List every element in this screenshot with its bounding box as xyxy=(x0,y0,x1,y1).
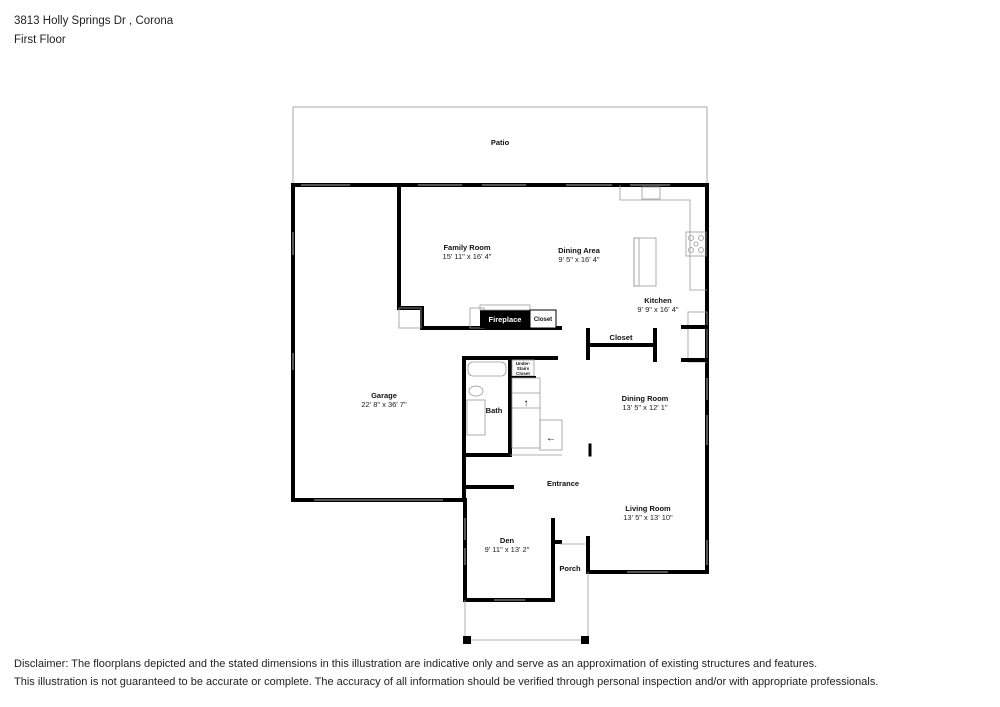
under-stairs-line3: Closet xyxy=(516,371,530,376)
living-room-dims: 13' 5" x 13' 10" xyxy=(623,513,673,522)
fireplace-label: Fireplace xyxy=(489,315,522,324)
closet-hall-label: Closet xyxy=(610,333,633,342)
disclaimer-line-2: This illustration is not guaranteed to b… xyxy=(14,676,879,688)
under-stairs-line1: Under- xyxy=(516,361,531,366)
living-room-label: Living Room xyxy=(625,504,671,513)
den-dims: 9' 11" x 13' 2" xyxy=(485,545,530,554)
dining-area-dims: 9' 5" x 16' 4" xyxy=(558,255,599,264)
garage-label: Garage xyxy=(371,391,397,400)
dining-area-label: Dining Area xyxy=(558,246,601,255)
family-room-label: Family Room xyxy=(443,243,490,252)
under-stairs-line2: Stairs xyxy=(517,366,530,371)
floor-label: First Floor xyxy=(14,34,66,46)
property-address: 3813 Holly Springs Dr , Corona xyxy=(14,15,174,27)
kitchen-label: Kitchen xyxy=(644,296,672,305)
porch-label: Porch xyxy=(559,564,581,573)
dining-room-label: Dining Room xyxy=(622,394,669,403)
disclaimer-line-1: Disclaimer: The floorplans depicted and … xyxy=(14,658,818,670)
garage-dims: 22' 8" x 36' 7" xyxy=(361,400,407,409)
bath-label: Bath xyxy=(486,406,503,415)
family-room-dims: 15' 11" x 16' 4" xyxy=(443,252,492,261)
svg-text:←: ← xyxy=(546,433,556,444)
dining-room-dims: 13' 5" x 12' 1" xyxy=(622,403,668,412)
entrance-label: Entrance xyxy=(547,479,579,488)
closet-small-label: Closet xyxy=(534,317,552,323)
patio-label: Patio xyxy=(491,138,510,147)
fireplace-block xyxy=(480,310,530,328)
kitchen-dims: 9' 9" x 16' 4" xyxy=(637,305,678,314)
svg-text:↑: ↑ xyxy=(524,398,529,409)
den-label: Den xyxy=(500,536,515,545)
